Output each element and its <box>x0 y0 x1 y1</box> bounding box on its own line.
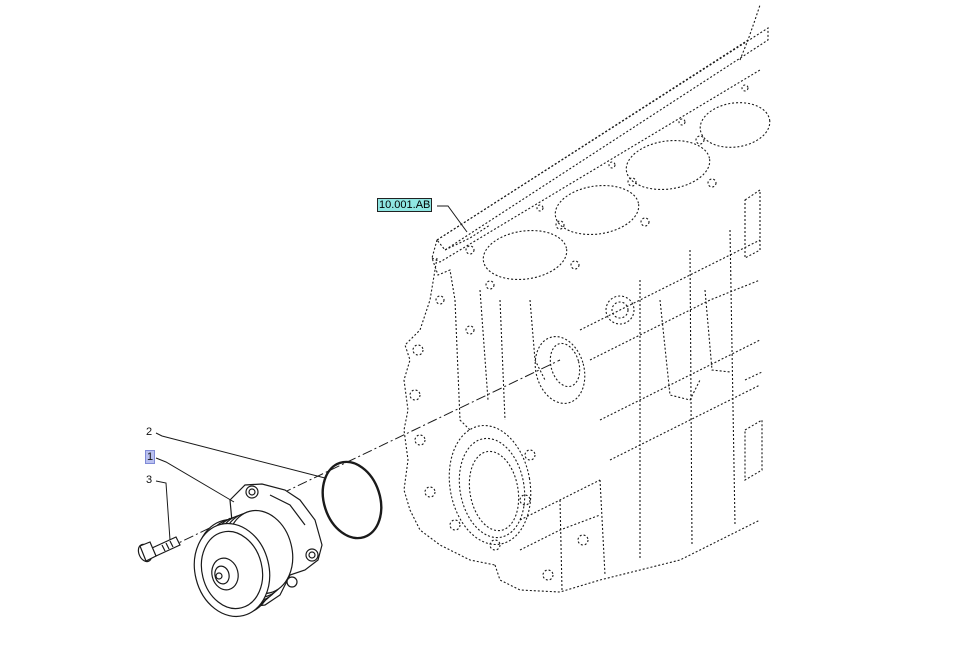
leader-line-1 <box>155 457 235 503</box>
engine-block-icon <box>403 4 771 593</box>
callout-2[interactable]: 2 <box>146 426 153 438</box>
water-pump-icon[interactable] <box>185 483 323 625</box>
reference-section-link[interactable]: 10.001.AB <box>377 198 433 212</box>
o-ring-icon[interactable] <box>313 454 390 545</box>
callout-1[interactable]: 1 <box>144 450 156 464</box>
callout-3[interactable]: 3 <box>146 474 153 486</box>
leader-line-reference <box>437 205 468 233</box>
leader-lines <box>155 205 468 541</box>
leader-line-3 <box>155 480 171 541</box>
leader-line-2 <box>155 432 326 479</box>
bolt-icon[interactable] <box>136 536 181 564</box>
